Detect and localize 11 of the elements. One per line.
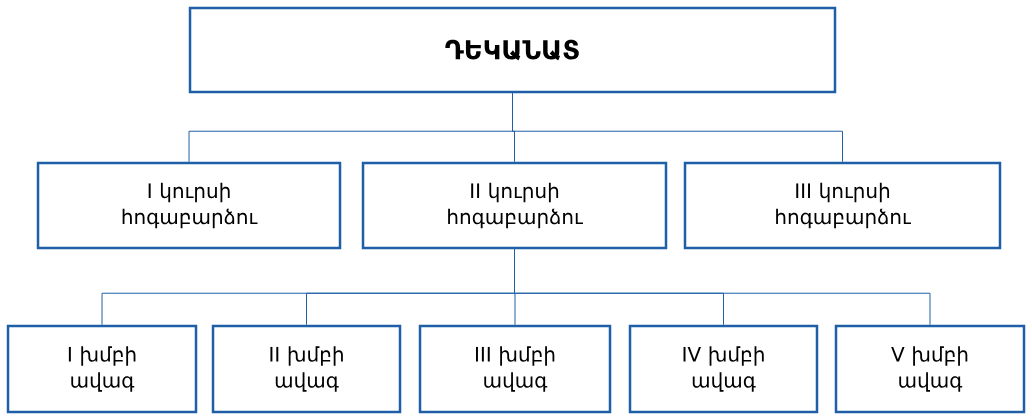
connector-line xyxy=(514,248,931,326)
org-box: II կուրսի հոգաբարձու xyxy=(361,161,668,250)
header-box: ԴԵԿԱՆԱՏ xyxy=(188,6,837,94)
org-box: IV խմբի ավագ xyxy=(628,324,819,414)
org-box: III կուրսի հոգաբարձու xyxy=(683,161,1002,250)
org-box: V խմբի ավագ xyxy=(834,324,1026,414)
org-box: II խմբի ավագ xyxy=(211,324,402,414)
org-box: III խմբի ավագ xyxy=(418,324,612,414)
connector-line xyxy=(512,92,843,163)
org-box: I կուրսի հոգաբարձու xyxy=(36,161,342,250)
org-box: I խմբի ավագ xyxy=(6,324,198,414)
